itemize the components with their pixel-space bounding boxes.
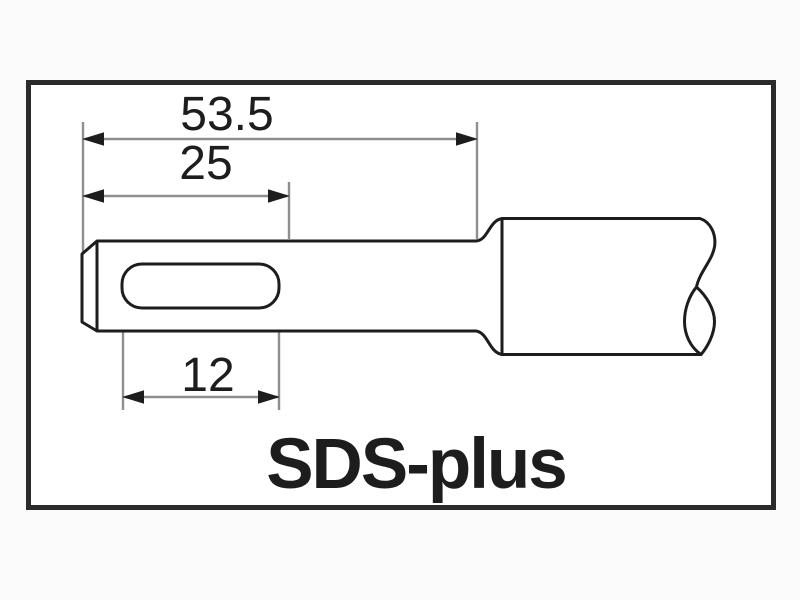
arrowhead-inner-left-icon — [82, 189, 104, 203]
arrowhead-total-right-icon — [456, 132, 478, 146]
sds-groove — [120, 262, 281, 310]
arrowhead-groove-right-icon — [258, 390, 280, 404]
shank-outline — [80, 217, 717, 356]
arrowhead-inner-right-icon — [268, 189, 290, 203]
shank-drawing — [80, 217, 717, 356]
dimension-lines — [85, 137, 475, 399]
arrowhead-total-left-icon — [82, 132, 104, 146]
arrowheads — [82, 132, 478, 404]
break-lens-edge — [682, 285, 703, 356]
shank-type-label: SDS-plus — [266, 425, 566, 504]
dimension-total-value: 53.5 — [180, 88, 273, 141]
dimension-inner-value: 25 — [179, 137, 232, 190]
dimension-groove-value: 12 — [181, 349, 234, 402]
arrowhead-groove-left-icon — [122, 390, 144, 404]
